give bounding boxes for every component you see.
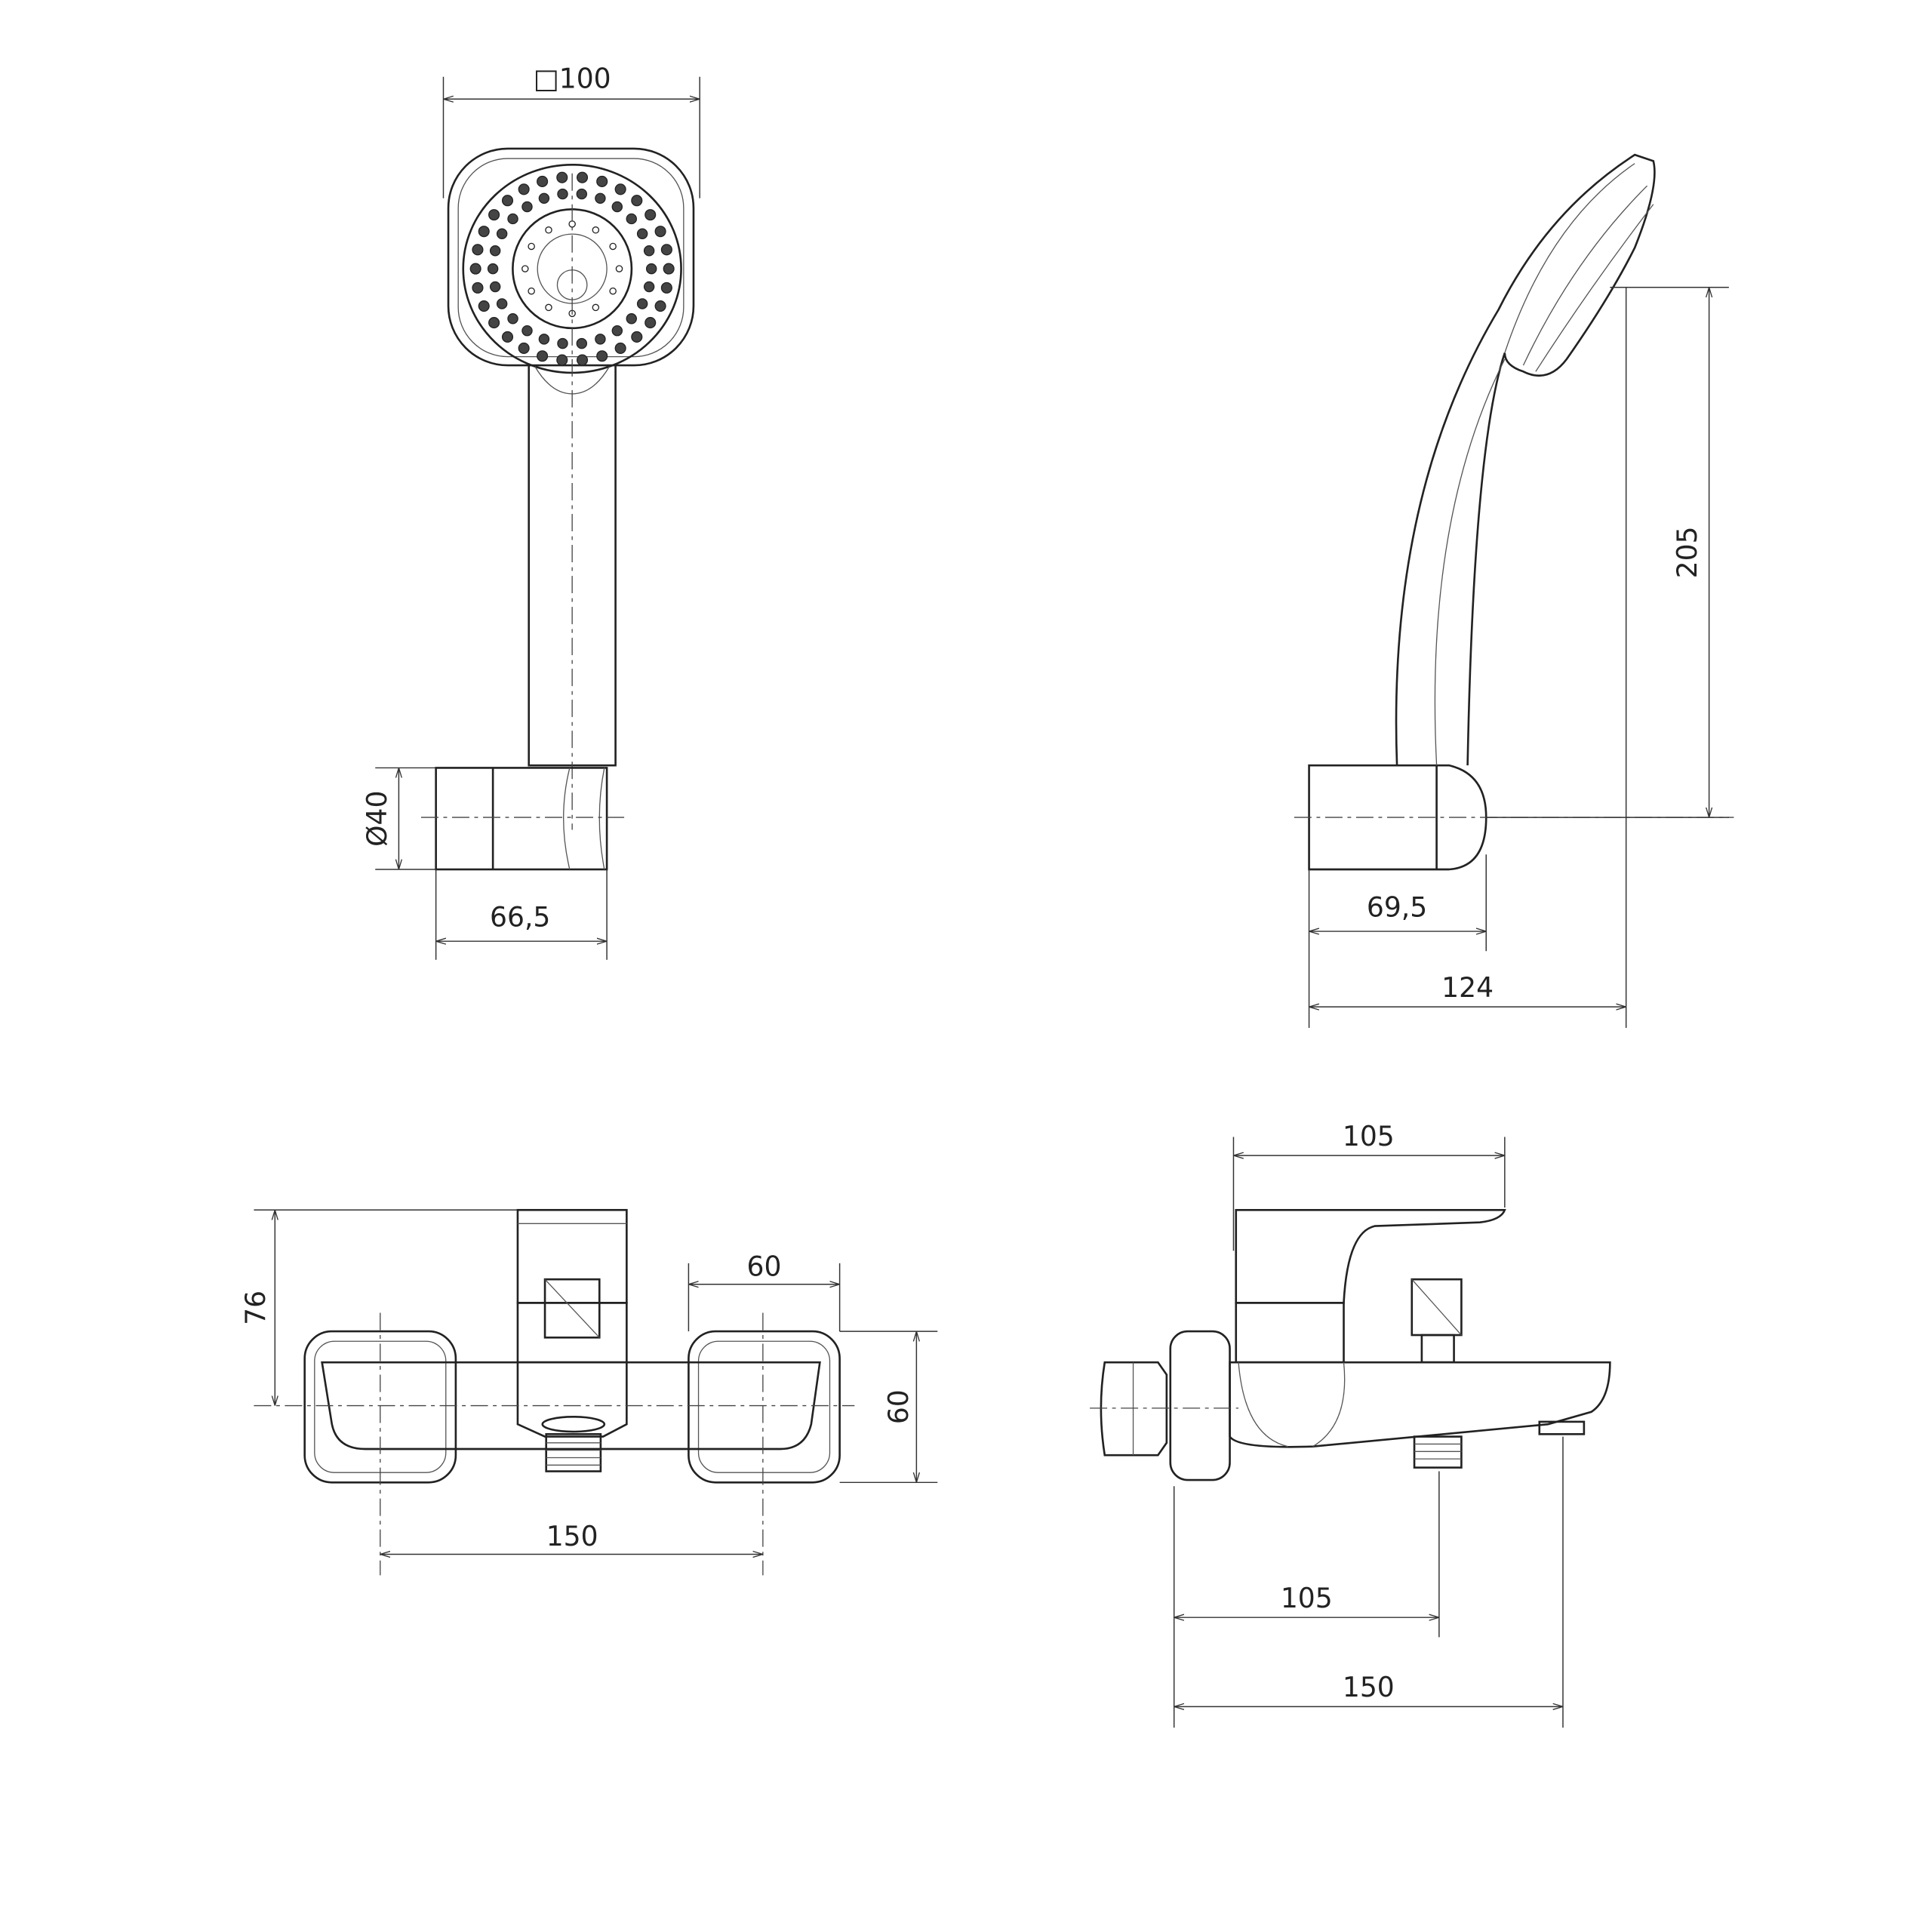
dim-escutcheon-width: 60 [747,1250,782,1282]
nozzle-dot [472,281,484,294]
nozzle-dot [576,337,588,349]
nozzle-dot [609,242,617,251]
mixer-side-view: 105 105 150 [1090,1120,1611,1728]
nozzle-dot [609,287,617,295]
nozzle-dot [663,263,675,275]
nozzle-dot [488,209,500,221]
nozzle-dot [538,334,550,345]
nozzle-dot [521,265,529,272]
nozzle-dot [518,183,530,195]
nozzle-dot [528,287,535,295]
nozzle-dot [507,313,518,325]
nozzle-dot [636,228,648,239]
mixer-front-view: 76 60 60 150 [239,1208,938,1576]
nozzle-dot [615,265,623,272]
dim-inlet-spacing: 150 [546,1520,598,1552]
nozzle-dot [557,337,568,349]
dim-head-size: □100 [534,63,611,95]
dim-holder-depth: 66,5 [490,900,550,933]
nozzle-dot [489,281,501,293]
dim-mixer-height: 76 [239,1291,272,1325]
nozzle-dot [469,263,481,275]
nozzle-dot [496,298,508,309]
nozzle-dot [596,350,608,362]
nozzle-dot [614,183,626,195]
nozzle-dot [521,325,533,337]
nozzle-dot [645,263,657,275]
nozzle-dot [576,354,589,366]
nozzle-dot [537,350,549,362]
nozzle-dot [478,300,490,312]
nozzle-dot [487,263,499,275]
nozzle-dot [645,317,657,329]
dim-side-height: 205 [1671,526,1703,578]
nozzle-dot [521,201,533,213]
nozzle-dot [496,228,508,239]
nozzle-dot [614,342,626,354]
nozzle-dot [660,281,672,294]
nozzle-dot [592,226,600,234]
nozzle-dot [596,175,608,188]
dim-holder-diameter: Ø40 [361,791,393,847]
nozzle-dot [636,298,648,309]
nozzle-dot [576,171,589,183]
nozzle-dot [478,226,490,238]
hand-shower-side-view: 205 69,5 124 [1294,153,1734,1029]
nozzle-dot [501,195,514,207]
dim-escutcheon-height: 60 [882,1389,915,1424]
nozzle-dot [528,242,535,251]
nozzle-dot [595,334,606,345]
nozzle-dot [556,171,568,183]
nozzle-dot [472,244,484,256]
nozzle-dot [501,331,514,343]
nozzle-dot [556,354,568,366]
dim-total-depth: 124 [1441,971,1494,1004]
nozzle-dot [643,245,655,257]
dim-holder-length: 69,5 [1367,891,1427,923]
nozzle-dot [592,303,600,312]
nozzle-dot [611,201,623,213]
nozzle-dot [568,220,576,228]
nozzle-dot [576,188,588,200]
nozzle-dot [626,213,637,225]
nozzle-dot [489,245,501,257]
nozzle-dot [660,244,672,256]
dim-spout-length: 150 [1343,1671,1395,1703]
nozzle-dot [626,313,637,325]
nozzle-dot [595,192,606,205]
hand-shower-front-view: □100 Ø40 66,5 [361,63,700,960]
nozzle-dot [518,342,530,354]
nozzle-dot [557,188,568,200]
nozzle-dot [537,175,549,188]
nozzle-dot [654,226,666,238]
nozzle-dot [538,192,550,205]
nozzle-dot [643,281,655,293]
nozzle-dot [645,209,657,221]
nozzle-dot [631,331,643,343]
nozzle-dot [545,303,552,312]
nozzle-dot [654,300,666,312]
nozzle-dot [488,317,500,329]
dim-lever-length: 105 [1343,1120,1395,1152]
nozzle-dots [469,171,675,366]
nozzle-dot [545,226,552,234]
nozzle-dot [507,213,518,225]
nozzle-dot [631,195,643,207]
nozzle-dot [611,325,623,337]
dim-outlet-distance: 105 [1281,1582,1333,1614]
